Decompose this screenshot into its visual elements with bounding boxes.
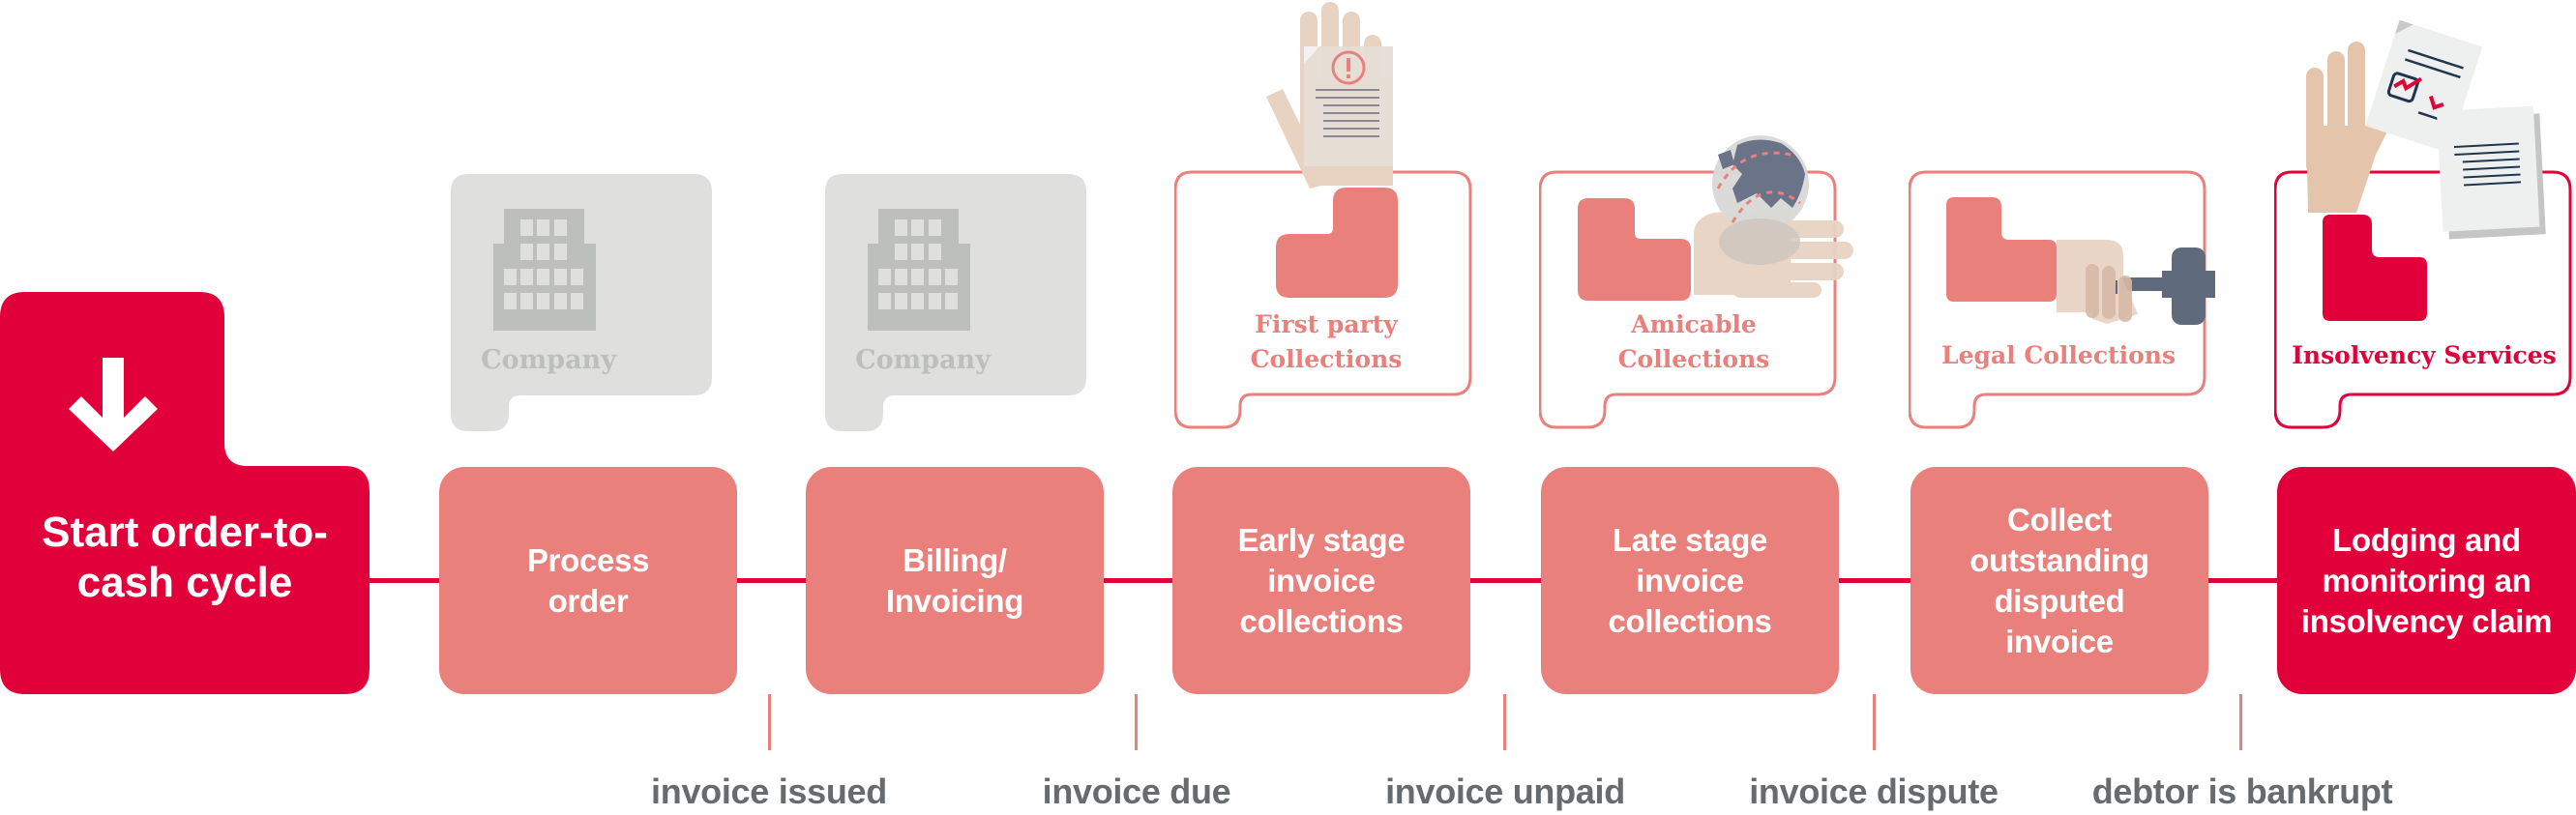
step-process-order: Process order: [439, 467, 737, 694]
company-card: Company: [825, 174, 1086, 431]
card-outline: [1909, 170, 2206, 429]
card-outline: [2274, 170, 2572, 429]
start-label: Start order-to-cash cycle: [42, 509, 328, 606]
step-early-stage-collections: Early stage invoice collections: [1172, 467, 1470, 694]
arrow-down-icon: [69, 358, 158, 451]
milestone-tick: [1135, 694, 1138, 750]
insolvency-services-card: Insolvency Services: [2274, 0, 2576, 431]
card-outline: [1174, 170, 1472, 429]
milestone-tick: [1873, 694, 1876, 750]
step-billing-invoicing: Billing/ Invoicing: [806, 467, 1104, 694]
hand-with-globe-icon: [1578, 135, 1853, 301]
step-label: Early stage invoice collections: [1237, 521, 1406, 639]
building-icon: [868, 209, 970, 331]
first-party-collections-label: First party Collections: [1250, 310, 1403, 373]
milestone-tick: [1503, 694, 1506, 750]
hand-with-warning-document-icon: [1266, 2, 1398, 298]
step-lodging-insolvency-claim: Lodging and monitoring an insolvency cla…: [2277, 467, 2576, 694]
hand-turning-key-icon: [1946, 197, 2215, 325]
hand-with-documents-icon: [2306, 19, 2546, 321]
step-label: Process order: [526, 541, 650, 619]
step-label: Lodging and monitoring an insolvency cla…: [2300, 521, 2553, 639]
building-icon: [493, 209, 596, 331]
company-card-label: Company: [855, 345, 991, 375]
company-card: Company: [451, 174, 712, 431]
milestone-invoice-due: invoice due: [1042, 771, 1231, 811]
first-party-collections-card: First party Collections: [1174, 0, 1474, 431]
milestone-invoice-unpaid: invoice unpaid: [1385, 771, 1625, 811]
amicable-collections-card: Amicable Collections: [1539, 0, 1868, 431]
legal-collections-label: Legal Collections: [1940, 341, 2176, 369]
step-collect-disputed-invoice: Collect outstanding disputed invoice: [1910, 467, 2208, 694]
start-block-shape: [0, 292, 370, 694]
amicable-collections-label: Amicable Collections: [1617, 310, 1770, 373]
milestone-tick: [768, 694, 771, 750]
step-label: Collect outstanding disputed invoice: [1969, 501, 2149, 659]
milestone-invoice-issued: invoice issued: [651, 771, 887, 811]
legal-collections-card: Legal Collections: [1909, 0, 2237, 431]
milestone-invoice-dispute: invoice dispute: [1749, 771, 1999, 811]
step-late-stage-collections: Late stage invoice collections: [1541, 467, 1839, 694]
start-block: Start order-to-cash cycle: [0, 0, 387, 815]
card-outline: [1539, 170, 1837, 429]
company-card-label: Company: [481, 345, 616, 375]
step-label: Late stage invoice collections: [1608, 521, 1772, 639]
step-label: Billing/ Invoicing: [885, 541, 1024, 619]
insolvency-services-label: Insolvency Services: [2292, 341, 2557, 369]
milestone-debtor-bankrupt: debtor is bankrupt: [2091, 771, 2393, 811]
milestone-tick: [2239, 694, 2242, 750]
